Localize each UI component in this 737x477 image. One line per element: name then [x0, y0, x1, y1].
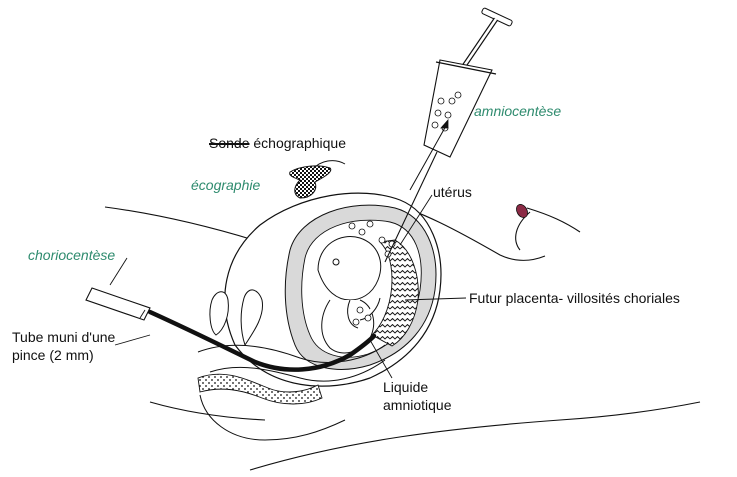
ultrasound-probe-icon	[290, 161, 345, 198]
chorionic-tube-icon	[86, 288, 150, 320]
tube-label-line2: pince (2 mm)	[12, 347, 94, 364]
sonde-struck-text: Sonde	[209, 135, 249, 151]
breast-outline	[527, 208, 580, 232]
tube-label-line1: Tube muni d'une	[12, 329, 115, 346]
choriocentese-label: choriocentèse	[28, 247, 115, 264]
uterus-label: utérus	[433, 184, 472, 201]
liquide-label-line1: Liquide	[383, 379, 428, 396]
sonde-echographique-label: Sonde échographique	[209, 135, 346, 152]
liquide-label-line2: amniotique	[383, 397, 452, 414]
ecographie-label: écographie	[191, 177, 260, 194]
placenta-label: Futur placenta- villosités choriales	[469, 290, 680, 307]
nipple	[514, 202, 530, 219]
amniocentese-label: amniocentèse	[474, 103, 561, 120]
sonde-rest-text: échographique	[249, 135, 346, 151]
